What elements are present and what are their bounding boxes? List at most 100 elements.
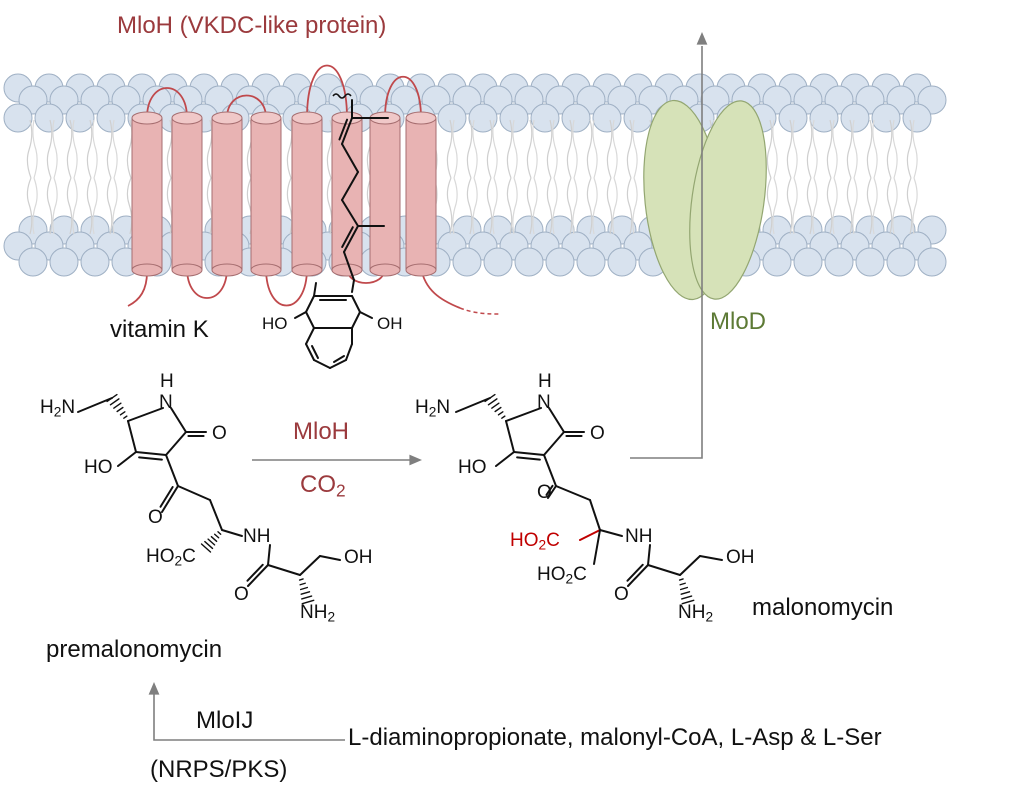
ring-bond [170, 407, 187, 433]
lipid-tail [106, 177, 113, 235]
stereo-hash [298, 578, 304, 581]
lipid-head [34, 103, 64, 133]
pre-ketone-o: O [212, 423, 227, 444]
stereo-hash [681, 595, 693, 600]
lipid-tail [492, 177, 498, 235]
stereo-hash [497, 411, 504, 416]
stereo-hash [301, 599, 315, 605]
lipid-tail [592, 177, 598, 235]
lipid-tail [566, 119, 573, 179]
lipid-tail [546, 119, 553, 179]
stereo-hash [487, 398, 498, 406]
mal-n: N [537, 392, 551, 413]
lipid-head [561, 103, 591, 133]
lipid-tail [452, 177, 458, 235]
vitk-double-bond [343, 225, 359, 253]
mal-h: H [538, 371, 552, 392]
lipid-tail [566, 177, 573, 235]
lipid-tail [126, 119, 133, 179]
lipid-head [499, 103, 529, 133]
ring-bond [548, 407, 565, 433]
helix-top [131, 111, 163, 125]
lipid-head [902, 103, 932, 133]
stereo-hash [200, 543, 212, 553]
lipid-head [49, 247, 79, 277]
acyl-carbonyl [545, 484, 554, 496]
stereo-hash [299, 582, 306, 586]
lipid-head [576, 247, 606, 277]
lipid-tail [832, 119, 838, 179]
vitk-c-oh [294, 311, 307, 319]
lipid-tail [586, 119, 593, 179]
stereo-hash [679, 582, 686, 586]
lipid-head [917, 247, 947, 277]
co2-label: CO2 [300, 471, 346, 501]
lipid-head [545, 247, 575, 277]
lipid-tail [86, 177, 93, 235]
lipid-tail [826, 119, 833, 179]
helix-bottom [291, 263, 323, 277]
lipid-tail [92, 177, 98, 235]
tm-helix-1 [131, 111, 163, 277]
vitk-ring-b [345, 343, 353, 361]
lipid-tail [52, 119, 58, 179]
vitk-aromatic [333, 355, 345, 363]
lipid-tail [772, 119, 778, 179]
acyl-bond [165, 454, 179, 487]
lipid-tail [626, 177, 633, 235]
lipid-tail [606, 119, 613, 179]
lipid-tail [832, 177, 838, 235]
malonomycin-structure [455, 393, 723, 605]
stereo-hash [119, 411, 126, 416]
lipid-head [530, 103, 560, 133]
lipid-head [96, 103, 126, 133]
helix-body [131, 117, 163, 271]
lipid-tail [452, 119, 458, 179]
lipid-tail [72, 119, 78, 179]
lipid-tail [486, 119, 493, 179]
lipid-tail [26, 119, 33, 179]
tm-helix-3 [211, 111, 243, 277]
stereo-hash [213, 533, 220, 539]
pre-nh2: NH2 [300, 602, 336, 625]
lipid-tail [66, 119, 73, 179]
pre-ser-oh: OH [344, 547, 373, 568]
mal-nh: NH [625, 526, 653, 547]
tm-helix-8 [405, 111, 437, 277]
pre-h: H [160, 371, 174, 392]
helix-body [250, 117, 282, 271]
pre-n: N [159, 392, 173, 413]
lipid-tail [886, 177, 893, 235]
vitk-oh: OH [377, 314, 403, 333]
amide-carbonyl [247, 564, 269, 587]
lipid-tail [492, 119, 498, 179]
lipid-head [824, 247, 854, 277]
lipid-head [886, 247, 916, 277]
lipid-tail [32, 119, 38, 179]
lipid-tail [886, 119, 893, 179]
mloij-label: MloIJ [196, 707, 254, 734]
lipid-head [809, 103, 839, 133]
helix-top [211, 111, 243, 125]
stereo-hash [680, 591, 691, 595]
stereo-hash [204, 540, 214, 550]
lipid-tail [812, 119, 818, 179]
lipid-head [483, 247, 513, 277]
lipid-tail [772, 177, 778, 235]
alpha-nh-bond [221, 529, 243, 537]
helix-body [171, 117, 203, 271]
pre-ho2c: HO2C [146, 546, 196, 569]
lipid-tail [512, 119, 518, 179]
substrates-label: L-diaminopropionate, malonyl-CoA, L-Asp … [348, 724, 882, 751]
ch2-bond [177, 485, 211, 501]
stereo-hash [210, 535, 218, 543]
vitk-chain [341, 171, 359, 201]
mloh-arrow-label: MloH [293, 418, 350, 445]
lipid-tail [572, 119, 578, 179]
lipid-tail [486, 177, 493, 235]
lipid-tail [46, 119, 53, 179]
tm-helix-7 [369, 111, 401, 277]
lipid-tail [86, 119, 93, 179]
carboxyl-bond [593, 529, 601, 565]
lipid-tail [586, 177, 593, 235]
